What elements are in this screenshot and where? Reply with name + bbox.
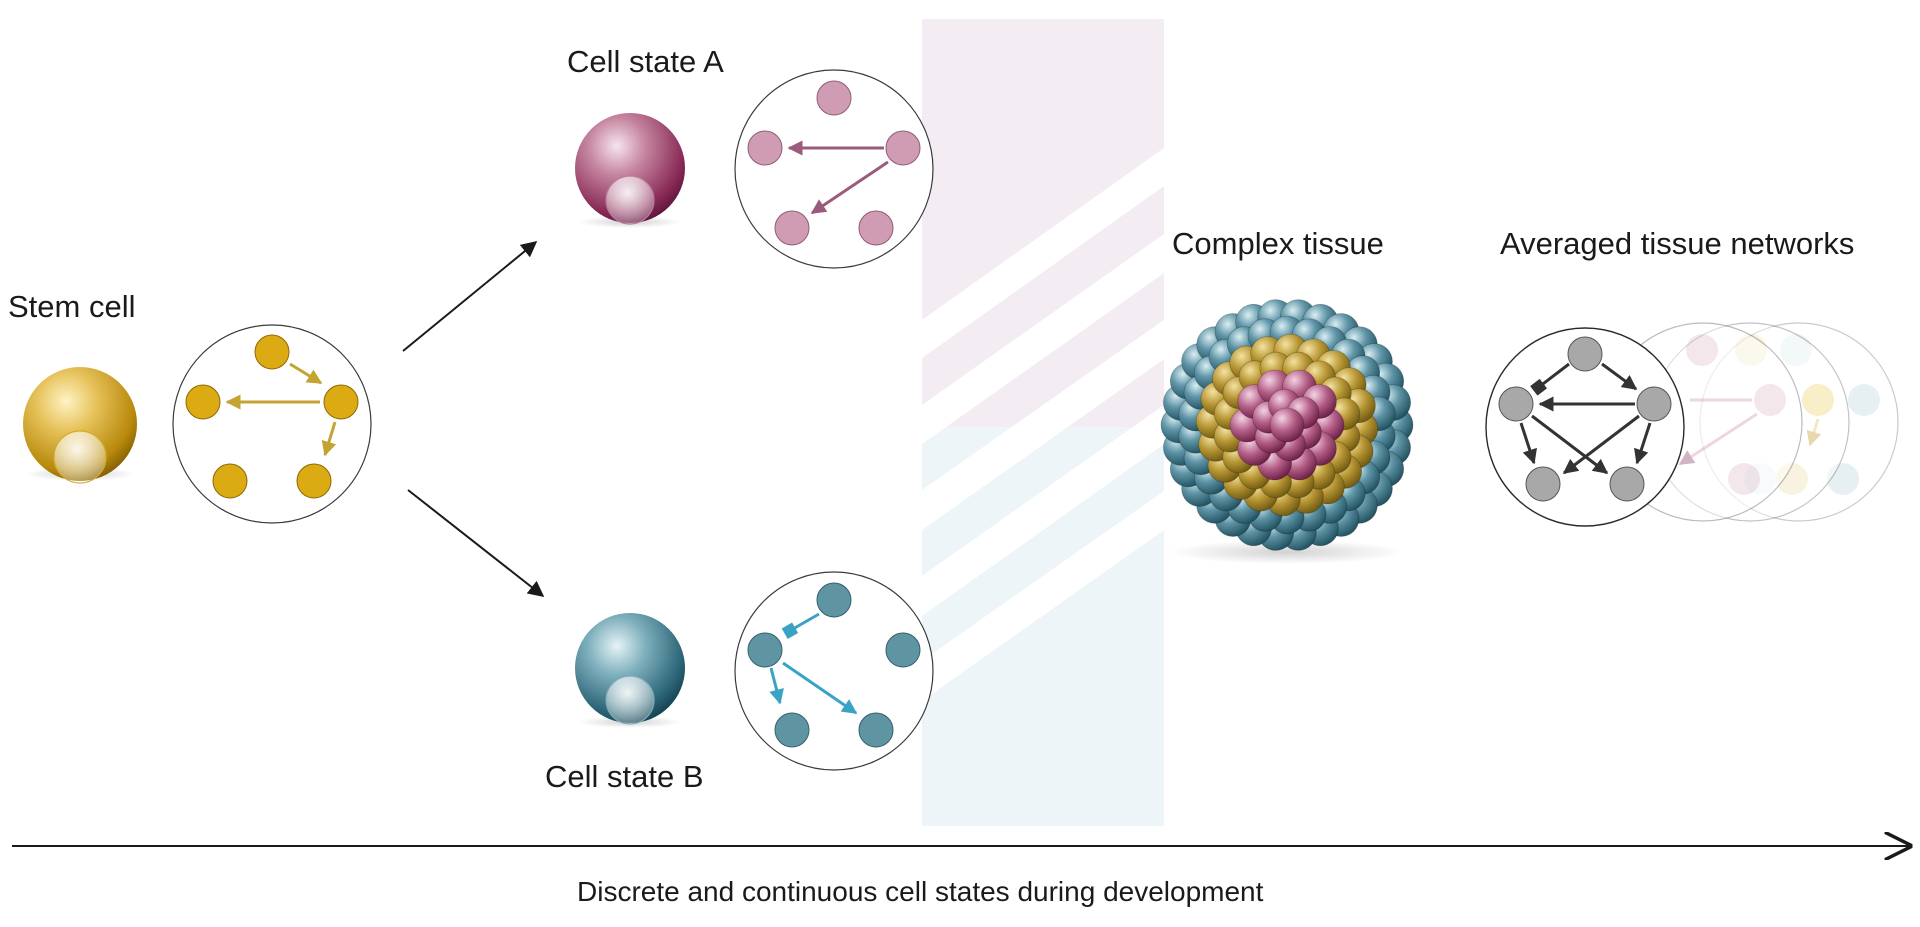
cell-state-b-sphere	[575, 613, 685, 728]
averaged-front-network	[1485, 327, 1685, 527]
tissue-cell	[1269, 407, 1305, 443]
complex-tissue-label: Complex tissue	[1172, 226, 1384, 261]
transition-band	[922, 19, 1164, 826]
tissue-cells	[1160, 299, 1414, 551]
stem-cell-sphere	[23, 367, 137, 484]
state-a-network-circle	[734, 69, 934, 269]
stem-cell-label: Stem cell	[8, 289, 136, 324]
averaged-network-stack	[1485, 322, 1899, 527]
development-axis-caption: Discrete and continuous cell states duri…	[577, 876, 1264, 907]
cell-state-b-label: Cell state B	[545, 759, 704, 794]
cell-state-a-sphere	[575, 113, 685, 228]
averaged-networks-label: Averaged tissue networks	[1500, 226, 1855, 261]
state-b-network-circle	[734, 571, 934, 771]
cell-state-a-label: Cell state A	[567, 44, 724, 79]
branch-arrow-to-a	[402, 240, 538, 352]
tissue-ball	[1160, 299, 1414, 564]
branch-arrow-to-b	[407, 489, 545, 597]
stem-network-circle	[172, 324, 372, 524]
